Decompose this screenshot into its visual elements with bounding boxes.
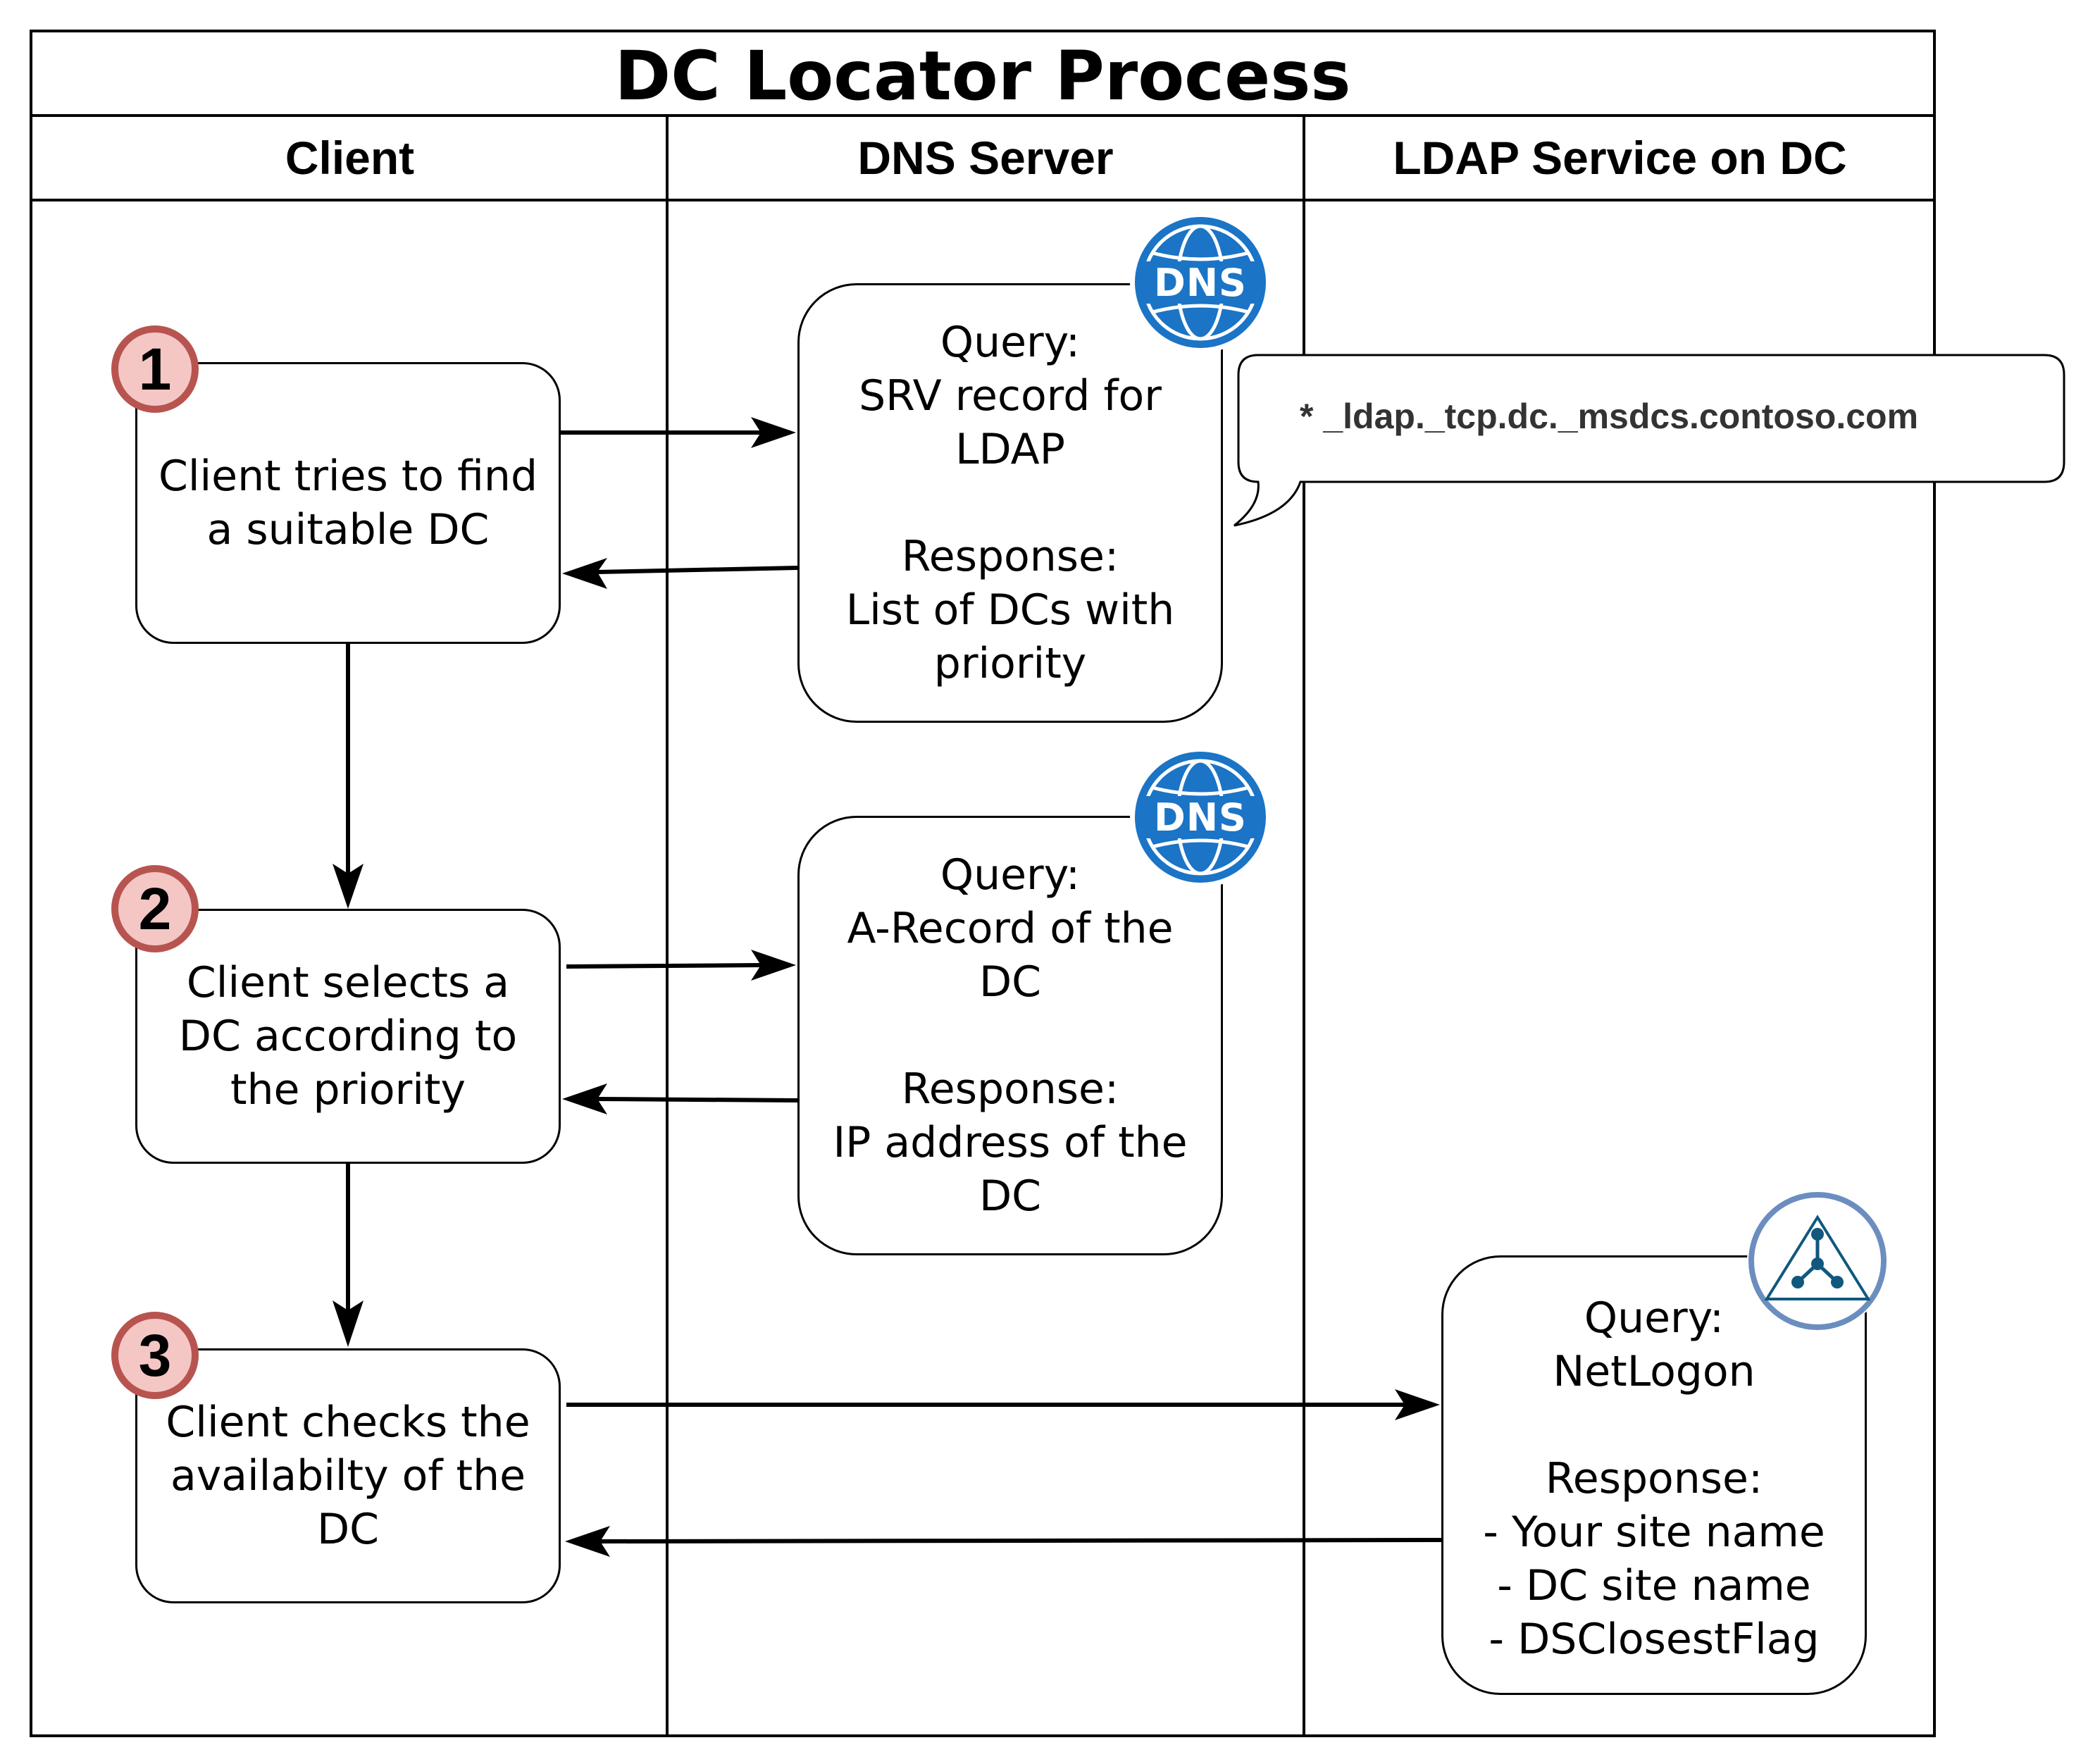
lane-header-ldap: LDAP Service on DC <box>1304 117 1936 201</box>
step-3-badge: 3 <box>111 1312 199 1399</box>
ldap-netlogon-query-box: Query: NetLogon Response: - Your site na… <box>1441 1255 1867 1695</box>
callout-srv-record-text: * _ldap._tcp.dc._msdcs.contoso.com <box>1300 397 1919 436</box>
diagram-frame: DC Locator Process Client DNS Server LDA… <box>30 30 1936 1737</box>
diagram-title: DC Locator Process <box>614 37 1351 116</box>
lane-divider <box>1303 117 1305 1737</box>
lane-header-client: Client <box>32 117 667 201</box>
dns-a-record-query-box: Query: A-Record of the DC Response: IP a… <box>797 816 1223 1255</box>
diagram-title-row: DC Locator Process <box>32 32 1933 117</box>
dns-icon-label: DNS <box>1154 795 1247 840</box>
lane-header-dns: DNS Server <box>667 117 1304 201</box>
dns-srv-query-box: Query: SRV record for LDAP Response: Lis… <box>797 283 1223 723</box>
step-1-badge: 1 <box>111 325 199 413</box>
step-1-box: Client tries to find a suitable DC <box>135 362 561 644</box>
dns-icon-label: DNS <box>1154 260 1247 305</box>
lane-divider <box>666 117 669 1737</box>
step-2-badge: 2 <box>111 865 199 952</box>
step-3-box: Client checks the availabilty of the DC <box>135 1348 561 1603</box>
step-2-box: Client selects a DC according to the pri… <box>135 909 561 1164</box>
